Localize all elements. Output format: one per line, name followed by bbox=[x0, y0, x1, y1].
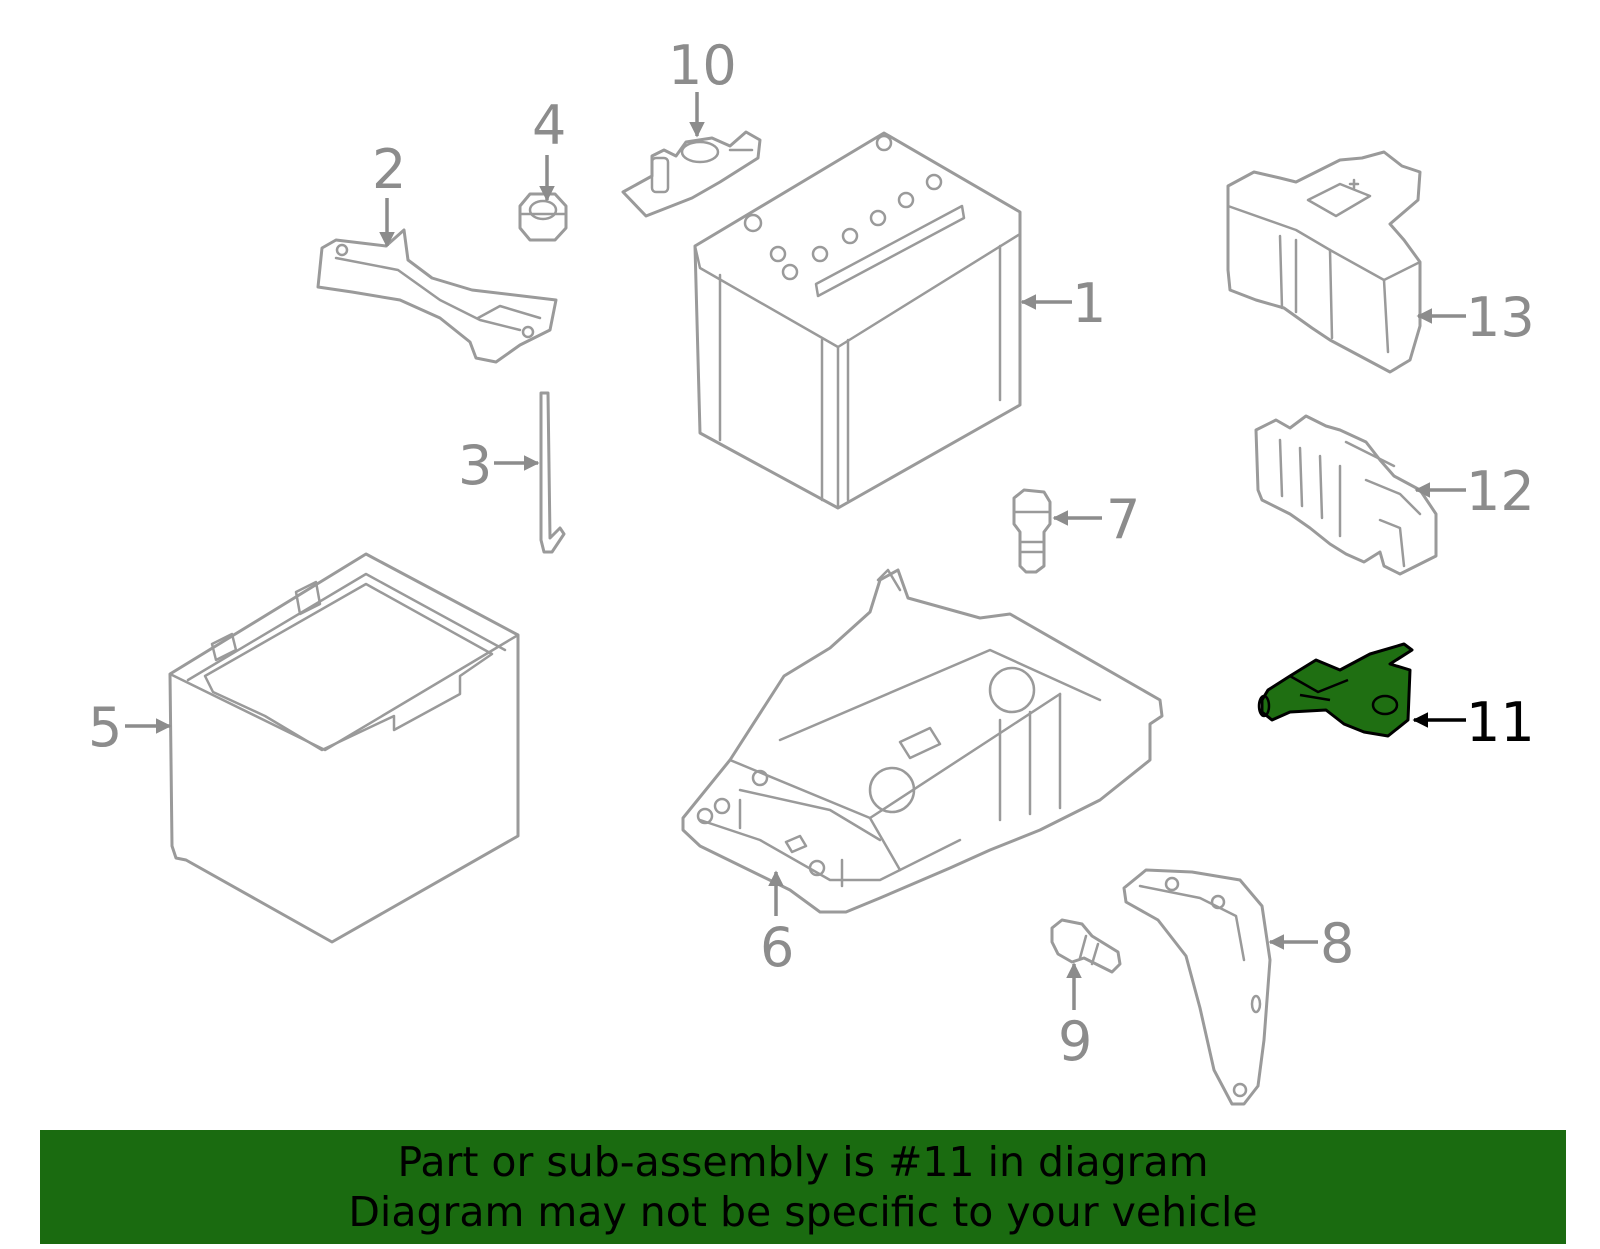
callout-4: 4 bbox=[532, 94, 566, 157]
part-2-bracket bbox=[316, 228, 558, 364]
callout-10: 10 bbox=[668, 34, 737, 97]
callout-6: 6 bbox=[760, 916, 794, 979]
part-5-battery-box bbox=[168, 552, 520, 944]
info-banner: Part or sub-assembly is #11 in diagram D… bbox=[40, 1130, 1566, 1244]
callout-13: 13 bbox=[1466, 286, 1535, 349]
callout-9: 9 bbox=[1058, 1010, 1092, 1073]
callout-1: 1 bbox=[1072, 272, 1106, 335]
banner-line-1: Part or sub-assembly is #11 in diagram bbox=[397, 1138, 1209, 1186]
part-9-bolt bbox=[1050, 918, 1122, 974]
part-13-terminal-cover bbox=[1226, 150, 1422, 374]
part-3-rod bbox=[539, 391, 566, 554]
callout-5: 5 bbox=[88, 696, 122, 759]
part-10-terminal bbox=[621, 130, 762, 218]
part-6-battery-tray bbox=[681, 568, 1164, 914]
part-8-bracket bbox=[1122, 868, 1272, 1106]
callout-12: 12 bbox=[1466, 460, 1535, 523]
part-7-bolt bbox=[1012, 488, 1052, 574]
callout-11: 11 bbox=[1466, 691, 1535, 754]
callout-8: 8 bbox=[1320, 912, 1354, 975]
part-12-fuse-block bbox=[1254, 414, 1438, 576]
callout-3: 3 bbox=[458, 434, 492, 497]
callout-2: 2 bbox=[372, 138, 406, 201]
part-11-terminal-highlighted bbox=[1257, 642, 1414, 738]
part-4-nut bbox=[518, 192, 568, 242]
callout-7: 7 bbox=[1106, 488, 1140, 551]
banner-line-2: Diagram may not be specific to your vehi… bbox=[348, 1188, 1258, 1236]
part-1-battery bbox=[693, 131, 1022, 510]
